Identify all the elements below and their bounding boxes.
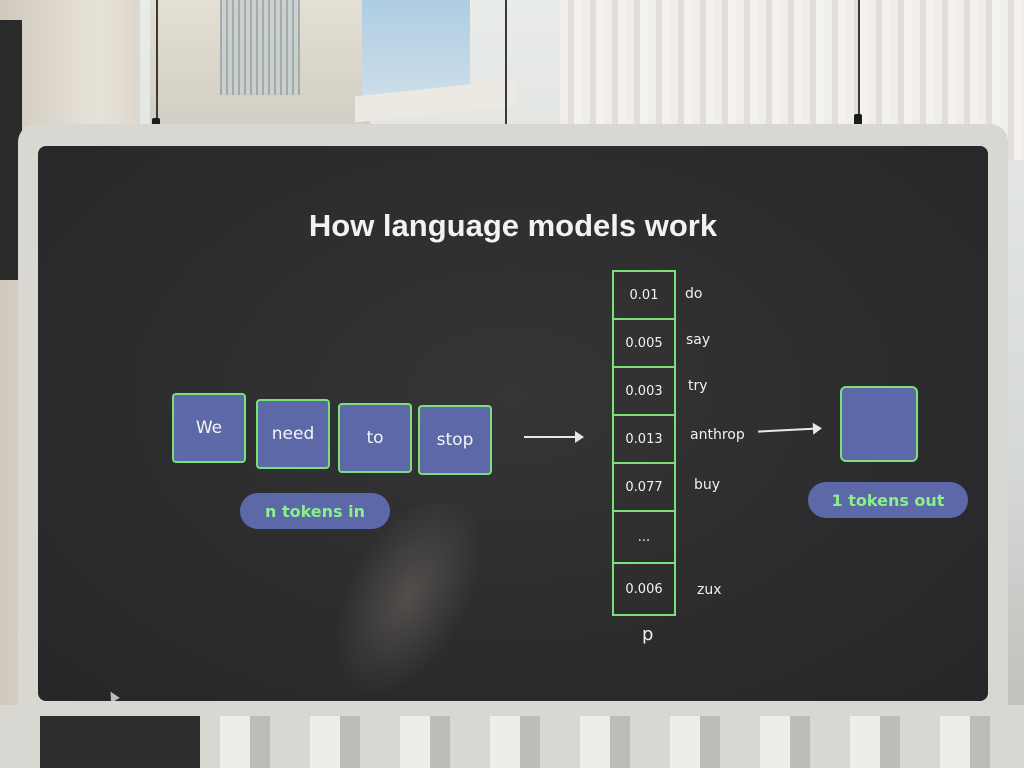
vocab-word: zux [697,582,722,598]
output-label-pill: 1 tokens out [808,482,968,518]
vocab-word: do [685,286,703,302]
probability-cell: ... [612,512,676,564]
hanging-wire-right [858,0,860,116]
probability-cell: 0.077 [612,464,676,512]
arrow-to-probabilities [524,431,584,443]
projection-screen: How language models work We need to stop… [38,146,988,701]
input-token: need [256,399,330,469]
probability-column: 0.01 0.005 0.003 0.013 0.077 ... 0.006 [612,270,676,616]
dark-floor-object [40,712,200,768]
vocab-word: try [688,378,708,394]
vocab-word: anthrop [690,427,745,443]
probability-cell: 0.006 [612,564,676,616]
hanging-wire-center [505,0,507,146]
probability-label: p [642,624,654,645]
hanging-wire-left [156,0,158,120]
probability-cell: 0.005 [612,320,676,368]
input-token: stop [418,405,492,475]
vocab-word: say [686,332,711,348]
glass-window [220,0,300,95]
wire-clip-right [854,114,862,128]
mouse-cursor-icon [106,689,120,701]
vocab-word: buy [694,477,721,493]
output-token [840,386,918,462]
arrow-to-output [757,427,821,433]
dark-panel [0,20,22,280]
slide-title: How language models work [308,208,718,243]
input-token: to [338,403,412,473]
probability-cell: 0.01 [612,270,676,320]
probability-cell: 0.013 [612,416,676,464]
input-label-pill: n tokens in [240,493,390,529]
probability-cell: 0.003 [612,368,676,416]
input-token: We [172,393,246,463]
